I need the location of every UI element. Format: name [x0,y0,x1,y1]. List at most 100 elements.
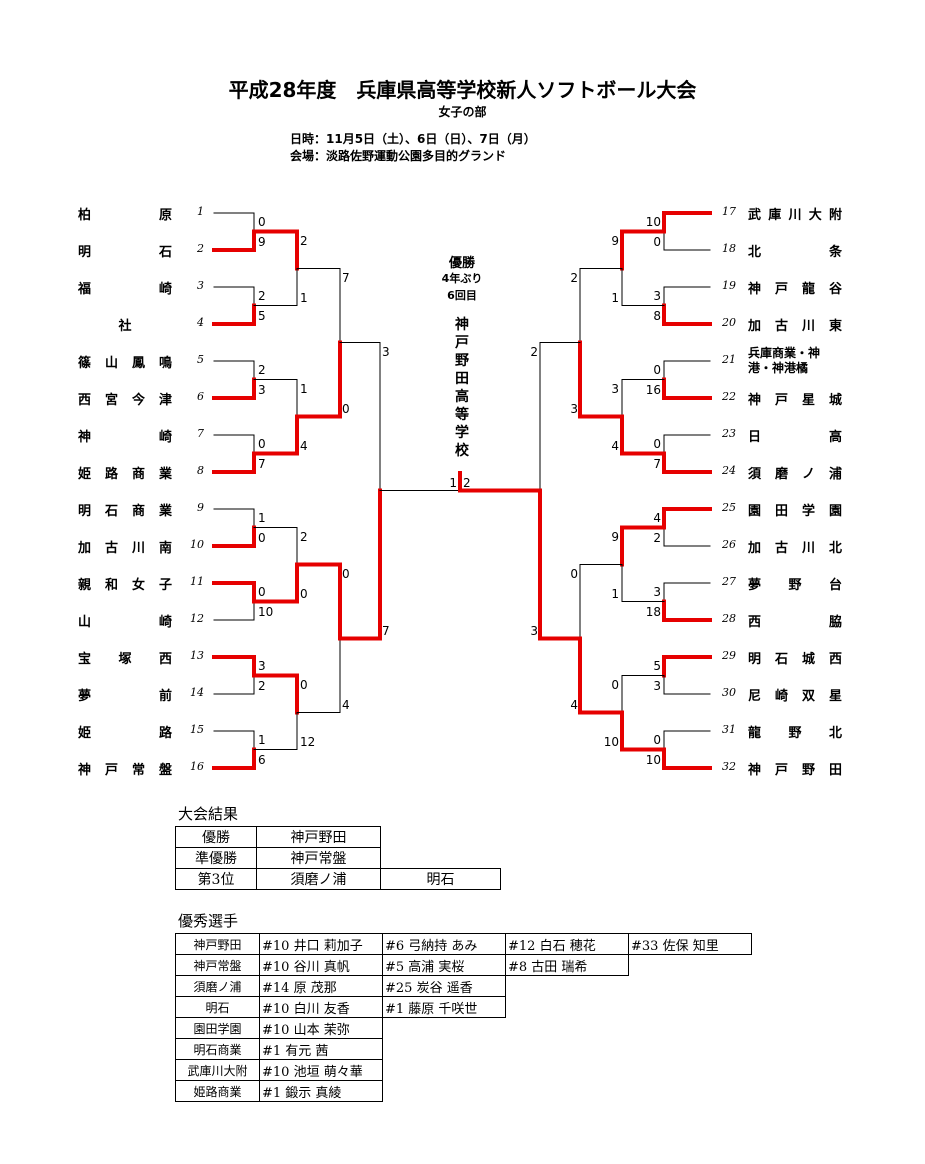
game-score: 4 [653,511,661,525]
result-label: 優勝 [175,826,257,848]
seed-number: 32 [722,760,736,773]
game-score: 10 [258,605,274,619]
game-score: 3 [382,344,390,359]
seed-number: 21 [722,353,736,366]
team-name-char: 神 [748,282,762,297]
player-school: 姫路商業 [175,1080,260,1102]
seed-number: 1 [197,205,204,218]
team-name-char: 原 [158,208,172,223]
seed-number: 13 [190,649,204,662]
player-name: #10 谷川 真帆 [259,954,383,976]
champion-note-count: 6回目 [447,289,477,302]
game-score: 6 [258,753,266,767]
game-score: 0 [611,677,619,692]
team-name-char: 路 [158,726,172,741]
game-score: 0 [258,531,266,545]
team-name-char: 夢 [78,689,92,704]
left-team-16: 神戸常盤 [78,759,172,778]
team-name-char: 女 [131,578,145,593]
game-score: 3 [653,289,661,303]
team-name-char: 明 [78,504,92,519]
team-name-char: 柏 [78,208,92,223]
player-name: #12 白石 穂花 [505,933,629,955]
player-name: #14 原 茂那 [259,975,383,997]
results-title: 大会結果 [178,805,239,823]
team-name-char: 谷 [828,282,842,297]
game-score: 7 [342,270,350,285]
player-name: #10 池垣 萌々華 [259,1059,383,1081]
right-team-29: 明石城西 [748,648,842,667]
team-name-char: 城 [801,652,815,667]
result-row-runnerup: 準優勝 神戸常盤 [175,847,501,869]
left-team-15: 姫路 [78,722,172,741]
team-name-char: 龍 [748,726,762,741]
team-name-char: 社 [118,319,132,334]
player-row: 須磨ノ浦#14 原 茂那#25 炭谷 遥香 [175,975,752,997]
team-name-char: 西 [748,615,762,630]
right-team-32: 神戸野田 [748,759,842,778]
game-score: 3 [258,659,266,673]
team-name-char: 城 [828,393,842,408]
team-name-char: 北 [828,726,842,741]
player-name: #5 高浦 実桜 [382,954,506,976]
seed-number: 20 [722,316,736,329]
champion-name-char: 学 [455,425,469,441]
team-name-char: 野 [801,763,815,778]
game-score: 7 [258,457,266,471]
game-score: 2 [258,363,266,377]
game-score: 2 [258,289,266,303]
right-team-24: 須磨ノ浦 [748,463,842,482]
left-team-1: 柏原 [78,204,172,223]
team-name-char: 崎 [158,430,172,445]
team-name-char: 福 [78,282,92,297]
team-name-char: 石 [158,245,172,260]
right-team-19: 神戸龍谷 [748,278,842,297]
player-name: #1 有元 茜 [259,1038,383,1060]
player-school: 明石 [175,996,260,1018]
left-team-6: 西宮今津 [78,389,172,408]
left-team-13: 宝塚西 [78,648,172,667]
game-score: 18 [645,605,661,619]
team-name-char: 野 [788,726,802,741]
player-row: 神戸常盤#10 谷川 真帆#5 高浦 実桜#8 古田 瑞希 [175,954,752,976]
player-school: 神戸常盤 [175,954,260,976]
team-name-char: 姫 [78,726,92,741]
game-score: 0 [342,566,350,581]
game-score: 0 [300,677,308,692]
left-team-9: 明石商業 [78,500,172,519]
player-name: #1 鍛示 真綾 [259,1080,383,1102]
team-name-char: 宝 [78,652,92,667]
game-score: 5 [258,309,266,323]
team-name-char: 崎 [158,615,172,630]
team-name-char: 川 [788,208,802,223]
right-team-23: 日高 [748,426,842,445]
game-score: 0 [653,733,661,747]
team-name-char: 神 [748,393,762,408]
team-name-char: 附 [828,208,842,223]
player-name: #10 白川 友香 [259,996,383,1018]
team-name-char: 浦 [828,467,842,482]
team-name-char: 崎 [158,282,172,297]
team-name-char: 夢 [748,578,762,593]
champion-name-char: 田 [455,371,469,387]
left-team-14: 夢前 [78,685,172,704]
right-team-18: 北条 [748,241,842,260]
player-name: #6 弓納持 あみ [382,933,506,955]
result-value: 須磨ノ浦 [256,868,381,890]
players-table: 神戸野田#10 井口 莉加子#6 弓納持 あみ#12 白石 穂花#33 佐保 知… [175,933,752,1102]
seed-number: 26 [722,538,736,551]
team-name-char: 川 [131,541,145,556]
seed-number: 30 [722,686,736,699]
game-score: 4 [342,697,350,712]
page-title: 平成28年度 兵庫県高等学校新人ソフトボール大会 [228,78,697,102]
game-score: 2 [653,531,661,545]
team-name-char: 大 [808,208,822,223]
team-name-char: 鳴 [158,356,172,371]
player-row: 姫路商業#1 鍛示 真綾 [175,1080,752,1102]
game-score: 2 [530,344,538,359]
game-score: 2 [300,233,308,248]
left-team-7: 神崎 [78,426,172,445]
team-name-char: 鳳 [131,356,145,371]
team-name-char: 親 [78,578,92,593]
right-team-26: 加古川北 [748,537,842,556]
